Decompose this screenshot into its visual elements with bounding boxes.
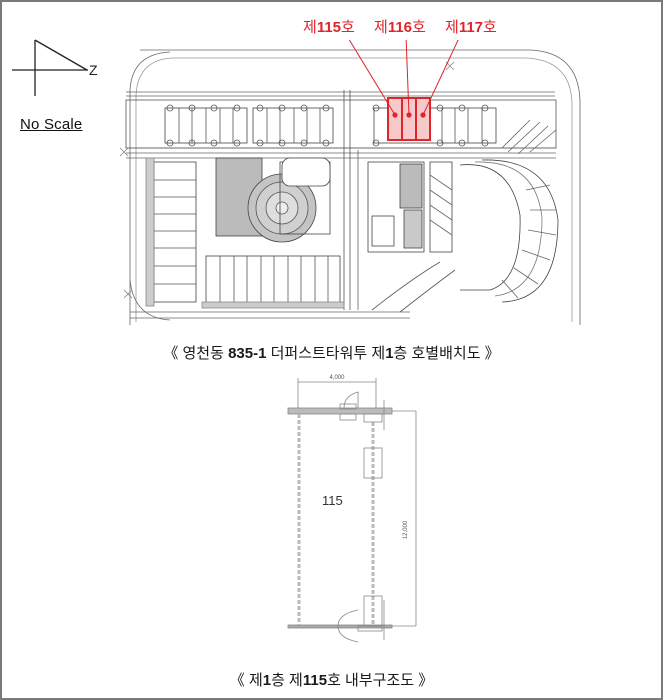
scale-note: No Scale bbox=[20, 116, 83, 133]
unit-floor-plan-drawing: 12,000 4,000 bbox=[287, 375, 417, 643]
unit-label-117: 제117호 bbox=[445, 19, 497, 36]
unit-label-115: 제115호 bbox=[303, 19, 355, 36]
north-letter: Z bbox=[89, 62, 98, 78]
site-plan-caption: 《 영천동 835-1 더퍼스트타워투 제1층 호별배치도 》 bbox=[163, 345, 500, 362]
north-arrow-icon: Z bbox=[12, 39, 98, 96]
depth-dimension: 12,000 bbox=[403, 520, 409, 539]
unit-plan-caption: 《 제1층 제115호 내부구조도 》 bbox=[229, 672, 434, 689]
unit-label-116: 제116호 bbox=[374, 19, 426, 36]
width-dimension: 4,000 bbox=[329, 375, 345, 381]
site-plan-drawing bbox=[119, 40, 581, 325]
unit-number-label: 115 bbox=[322, 493, 343, 508]
